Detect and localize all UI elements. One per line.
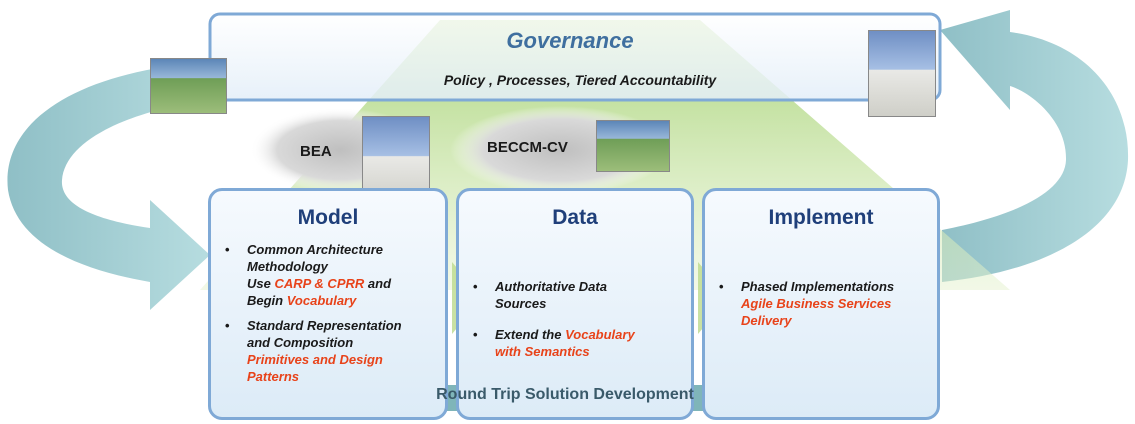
list-item: Standard Representation and Composition … [225, 317, 447, 385]
data-box: Data Authoritative Data Sources Extend t… [456, 188, 694, 420]
pentagon-building-icon [596, 120, 670, 172]
capitol-building-icon [868, 30, 936, 117]
model-box: Model Common Architecture Methodology Us… [208, 188, 448, 420]
oval-label-beccm-cv: BECCM-CV [487, 139, 568, 156]
implement-list: Phased Implementations Agile Business Se… [719, 278, 939, 337]
list-item: Authoritative Data Sources [473, 278, 691, 312]
model-list: Common Architecture Methodology Use CARP… [225, 241, 447, 393]
list-item: Extend the Vocabulary with Semantics [473, 326, 691, 360]
governance-subtitle: Policy , Processes, Tiered Accountabilit… [443, 72, 717, 88]
model-title: Model [297, 206, 359, 229]
list-item: Common Architecture Methodology Use CARP… [225, 241, 447, 309]
cycle-arrow-right-icon [940, 10, 1129, 282]
data-title: Data [552, 206, 598, 229]
pentagon-building-icon [150, 58, 227, 114]
implement-box: Implement Phased Implementations Agile B… [702, 188, 940, 420]
round-trip-label: Round Trip Solution Development [436, 386, 694, 403]
implement-title: Implement [768, 206, 874, 229]
list-item: Phased Implementations Agile Business Se… [719, 278, 939, 329]
oval-label-bea: BEA [300, 143, 332, 160]
governance-title: Governance [506, 28, 634, 53]
cycle-arrow-left-icon [7, 62, 212, 310]
data-list: Authoritative Data Sources Extend the Vo… [473, 278, 691, 368]
